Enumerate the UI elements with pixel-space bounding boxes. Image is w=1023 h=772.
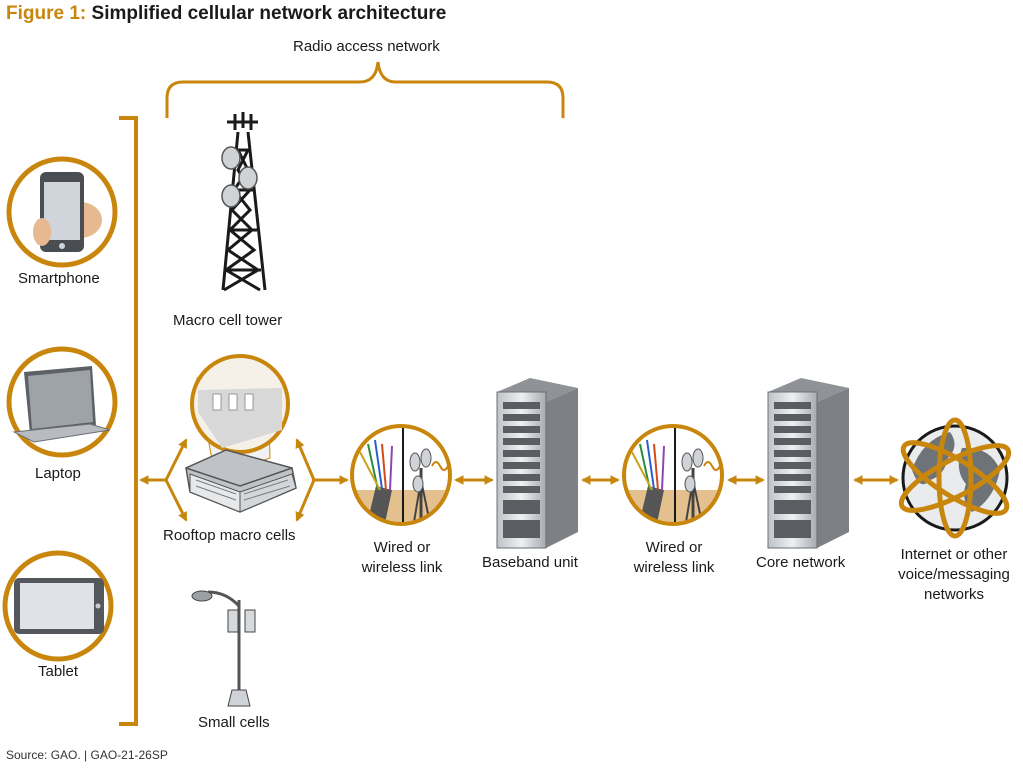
laptop-icon [6, 346, 118, 458]
globe-icon [898, 417, 1012, 539]
link1-label-line1: Wired or [373, 539, 431, 556]
server-rack-icon [496, 378, 578, 549]
connection-arrows [139, 438, 899, 522]
wired-wireless-link-icon [622, 424, 724, 526]
laptop-label: Laptop [35, 465, 81, 482]
internet-label-line1: Internet or other [900, 546, 1008, 563]
link2-label-line2: wireless link [633, 559, 715, 576]
link2-label: Wired or wireless link [624, 538, 724, 578]
figure-title-text: Simplified cellular network architecture [91, 3, 447, 24]
rooftop-macro-cells-label: Rooftop macro cells [163, 527, 296, 544]
tablet-label: Tablet [38, 663, 79, 680]
small-cells-label: Small cells [198, 714, 270, 731]
rooftop-building-icon [185, 354, 297, 513]
internet-label-line3: networks [923, 586, 985, 603]
core-network-label: Core network [756, 554, 846, 571]
tablet-icon [2, 550, 114, 662]
smartphone-icon [6, 156, 118, 268]
server-rack-icon [767, 378, 849, 549]
arrow-to-rooftop-upper [164, 438, 188, 481]
link2-label-line1: Wired or [645, 539, 703, 556]
source-note: Source: GAO. | GAO-21-26SP [6, 748, 168, 762]
figure-title: Figure 1: Simplified cellular network ar… [6, 3, 446, 25]
macro-cell-tower-label: Macro cell tower [173, 312, 283, 329]
link1-label: Wired or wireless link [352, 538, 452, 578]
radio-access-network-brace [165, 61, 565, 118]
smartphone-label: Smartphone [18, 270, 100, 287]
internet-label: Internet or other voice/messaging networ… [884, 545, 1023, 605]
small-cell-pole-icon [191, 590, 256, 707]
arrow-from-rooftop-lower [295, 479, 316, 522]
radio-access-network-label: Radio access network [293, 38, 440, 55]
cell-tower-icon [221, 112, 267, 292]
arrow-to-rooftop-lower [164, 479, 188, 522]
figure-number: Figure 1: [6, 3, 87, 24]
arrow-from-rooftop-upper [295, 438, 316, 481]
link1-label-line2: wireless link [361, 559, 443, 576]
baseband-unit-label: Baseband unit [482, 554, 578, 571]
devices-bracket [119, 116, 138, 726]
wired-wireless-link-icon [350, 424, 452, 526]
internet-label-line2: voice/messaging [898, 566, 1010, 583]
